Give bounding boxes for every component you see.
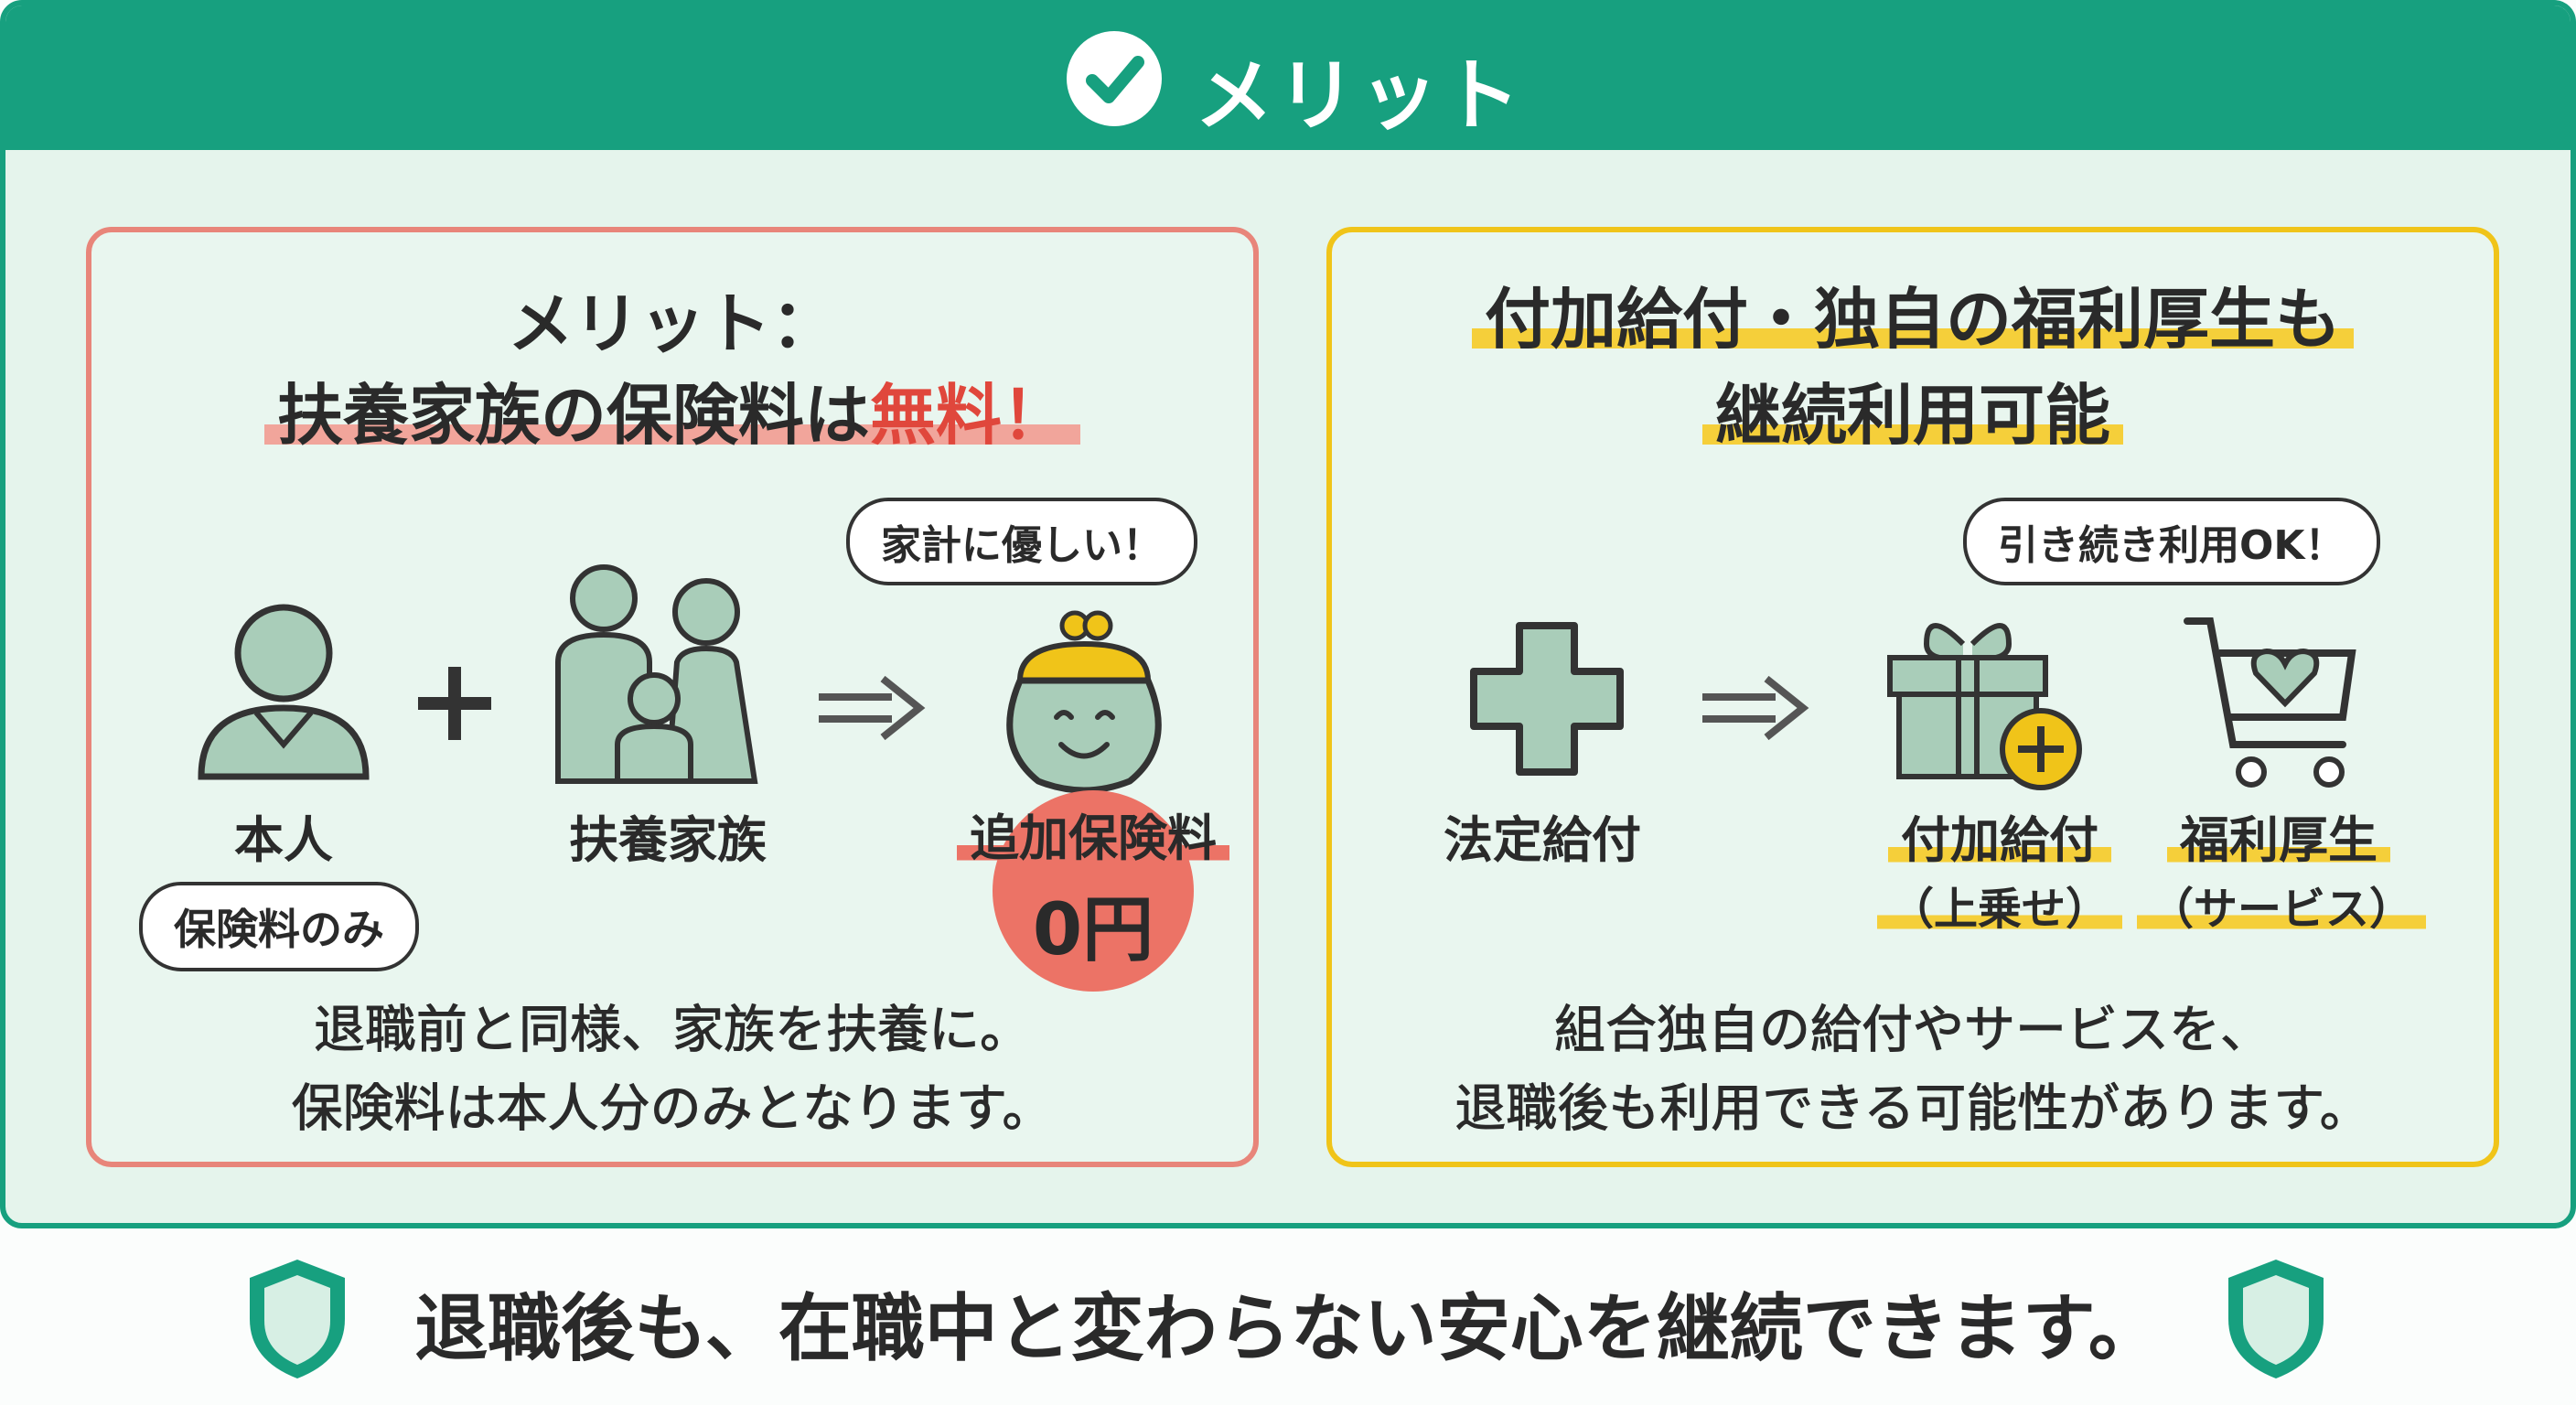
coin-purse-icon (1006, 610, 1162, 794)
title-emphasis: 無料！ (870, 377, 1068, 454)
person-icon (198, 604, 370, 780)
card-title-line2: 継続利用可能 (1332, 370, 2494, 461)
extra-label-wrap: 付加給付 (1881, 799, 2119, 872)
footer-message: 退職後も、在職中と変わらない安心を継続できます。 (414, 1286, 2162, 1371)
gift-plus-icon (1887, 623, 2082, 790)
extra-sub-wrap: （上乗せ） (1872, 873, 2128, 937)
shield-icon (250, 1260, 345, 1378)
desc-line2: 保険料は本人分のみとなります。 (291, 1079, 1054, 1140)
header-title: メリット (1195, 50, 1524, 142)
family-label: 扶養家族 (569, 811, 767, 869)
plus-icon (418, 667, 491, 740)
person-note-bubble: 保険料のみ (139, 882, 419, 971)
welfare-sub: （サービス） (2137, 884, 2427, 935)
arrow-right-icon (819, 675, 926, 741)
card-title-line1: メリット： (507, 285, 837, 362)
family-icon (555, 564, 758, 784)
shield-icon (2228, 1260, 2324, 1378)
desc-line2: 退職後も利用できる可能性があります。 (1454, 1079, 2371, 1140)
benefits-card: 付加給付・独自の福利厚生も 継続利用可能 法定給付 引き続き利用OK！ 付加給付… (1326, 227, 2499, 1167)
medical-cross-icon (1470, 622, 1624, 776)
title-text: 継続利用可能 (1701, 377, 2123, 454)
arrow-right-icon (1702, 675, 1809, 741)
welfare-sub-wrap: （サービス） (2137, 873, 2427, 937)
bubble-kind-to-budget: 家計に優しい！ (846, 498, 1197, 585)
extra-label: 付加給付 (1888, 811, 2111, 869)
header-bar: メリット (5, 5, 2571, 150)
dependents-card: メリット： 扶養家族の保険料は無料！ 本人 保険料のみ 扶養家族 家計に優しい！… (86, 227, 1259, 1167)
bubble-continue-ok: 引き続き利用OK！ (1963, 498, 2380, 585)
extra-sub: （上乗せ） (1876, 884, 2122, 935)
result-label: 追加保険料 (957, 810, 1229, 867)
title-text: 付加給付・独自の福利厚生も (1471, 281, 2354, 358)
title-main: 扶養家族の保険料は (276, 377, 870, 454)
card-title-line2: 扶養家族の保険料は無料！ (91, 370, 1253, 461)
check-circle-icon (1067, 31, 1162, 126)
card-title-line1: 付加給付・独自の福利厚生も (1332, 273, 2494, 365)
welfare-label: 福利厚生 (2167, 811, 2390, 869)
result-value: 0円 (1032, 889, 1154, 971)
merit-panel: メリット メリット： 扶養家族の保険料は無料！ 本人 保険料のみ 扶養家族 家計… (0, 0, 2576, 1228)
result-label-wrap: 追加保険料 (928, 798, 1258, 870)
desc-line1: 組合独自の給付やサービスを、 (1554, 1001, 2272, 1061)
welfare-label-wrap: 福利厚生 (2160, 799, 2398, 872)
person-label: 本人 (234, 811, 333, 869)
desc-line1: 退職前と同様、家族を扶養に。 (314, 1001, 1032, 1061)
cart-heart-icon (2184, 617, 2356, 788)
statutory-label: 法定給付 (1444, 811, 1641, 869)
